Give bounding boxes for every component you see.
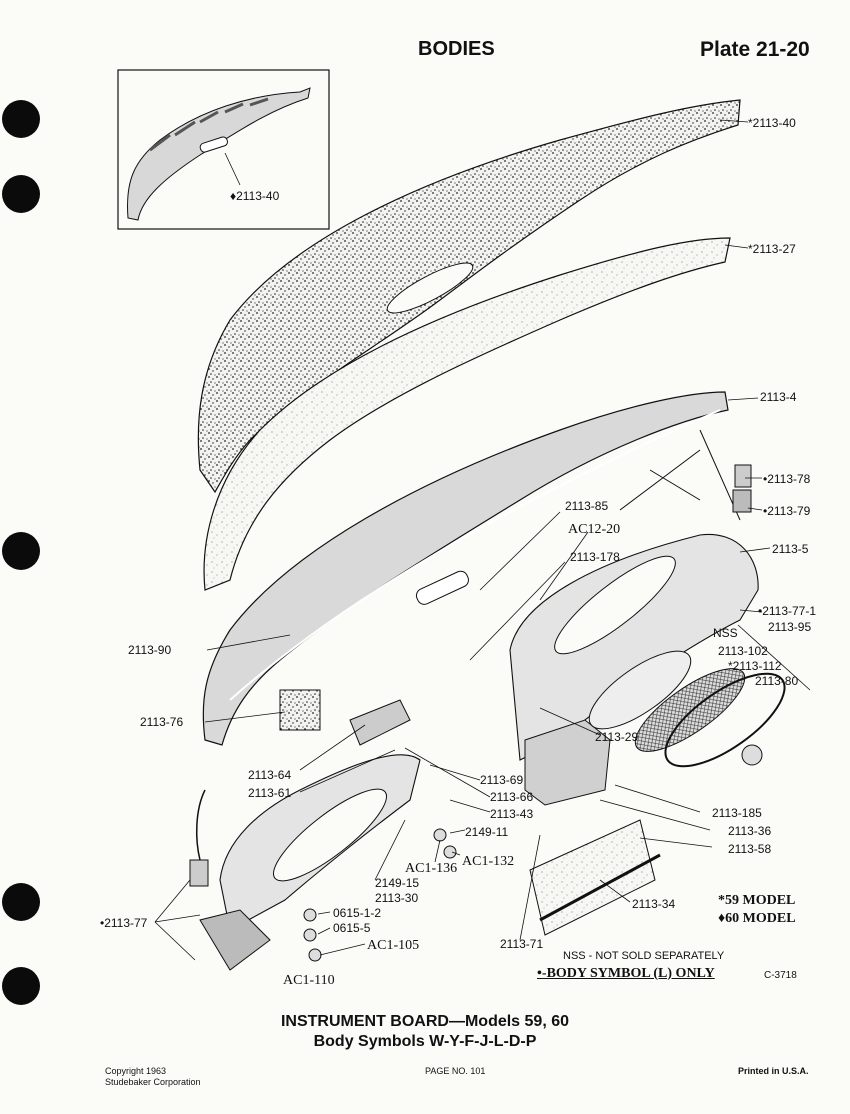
callout-top-pad: *2113-40 <box>748 116 796 130</box>
binder-hole-5 <box>2 967 40 1005</box>
callout-2113-77-1: •2113-77-1 <box>758 604 816 618</box>
callout-2113-29: 2113-29 <box>595 730 638 744</box>
callout-2113-61: 2113-61 <box>248 786 291 800</box>
callout-2113-5: 2113-5 <box>772 542 809 556</box>
body-symbol-note: •-BODY SYMBOL (L) ONLY <box>537 966 715 981</box>
callout-2113-4: 2113-4 <box>760 390 797 404</box>
callout-2113-43: 2113-43 <box>490 807 533 821</box>
callout-2113-178: 2113-178 <box>570 550 620 564</box>
callout-2113-69: 2113-69 <box>480 773 523 787</box>
binder-hole-1 <box>2 100 40 138</box>
callout-2113-34: 2113-34 <box>632 897 675 911</box>
callout-2113-90: 2113-90 <box>128 643 171 657</box>
speaker-grille <box>634 668 746 752</box>
figure-caption-title: INSTRUMENT BOARD—Models 59, 60 <box>280 1013 570 1030</box>
nss-note: NSS - NOT SOLD SEPARATELY <box>563 950 725 962</box>
callout-2113-66: 2113-66 <box>490 790 533 804</box>
callout-2113-112: *2113-112 <box>728 659 782 673</box>
callout-2149-11: 2149-11 <box>465 825 508 839</box>
callout-2113-71: 2113-71 <box>500 937 543 951</box>
callout-ac1-110: AC1-110 <box>283 973 335 988</box>
inset-box <box>117 69 330 230</box>
callout-2113-95: 2113-95 <box>768 620 811 634</box>
callout-upper-pad: *2113-27 <box>748 242 796 256</box>
callout-2113-79: •2113-79 <box>763 504 811 518</box>
callout-2113-102: 2113-102 <box>718 644 768 658</box>
callout-0615-1-2: 0615-1-2 <box>333 906 381 920</box>
page-title: BODIES <box>418 38 495 60</box>
copyright: Copyright 1963 Studebaker Corporation <box>105 1066 201 1088</box>
callout-2113-76: 2113-76 <box>140 715 183 729</box>
callout-2113-36: 2113-36 <box>728 824 771 838</box>
callout-2113-78: •2113-78 <box>763 472 811 486</box>
callout-inset-2113-40: ♦2113-40 <box>230 189 280 203</box>
callout-ac1-105: AC1-105 <box>367 938 419 953</box>
callout-2113-185: 2113-185 <box>712 806 762 820</box>
callout-2149-15: 2149-15 <box>375 876 419 890</box>
callout-2113-77: •2113-77 <box>100 916 148 930</box>
plate-code: C-3718 <box>764 970 797 981</box>
printed-in: Printed in U.S.A. <box>738 1066 809 1076</box>
glove-box <box>524 719 611 806</box>
callout-0615-5: 0615-5 <box>333 921 371 935</box>
binder-hole-3 <box>2 532 40 570</box>
binder-hole-2 <box>2 175 40 213</box>
plate-number: Plate 21-20 <box>700 38 810 61</box>
figure-caption-subtitle: Body Symbols W-Y-F-J-L-D-P <box>313 1033 537 1050</box>
callout-ac1-132: AC1-132 <box>462 854 514 869</box>
binder-hole-4 <box>2 883 40 921</box>
glove-box-door <box>529 819 656 936</box>
callout-ac12-20: AC12-20 <box>568 522 620 537</box>
callout-2113-58: 2113-58 <box>728 842 771 856</box>
page-number: PAGE NO. 101 <box>425 1066 486 1076</box>
upper-instrument-pad <box>203 237 731 591</box>
copyright-line-2: Studebaker Corporation <box>105 1077 201 1087</box>
callout-2113-64: 2113-64 <box>248 768 291 782</box>
callout-2113-85: 2113-85 <box>565 499 608 513</box>
legend-60-model: ♦60 MODEL <box>718 911 796 926</box>
copyright-line-1: Copyright 1963 <box>105 1066 167 1076</box>
callout-2113-30: 2113-30 <box>375 891 418 905</box>
legend-59-model: *59 MODEL <box>718 893 796 908</box>
callout-2113-80: 2113-80 <box>755 674 798 688</box>
callout-nss: NSS <box>713 626 738 640</box>
callout-ac1-136: AC1-136 <box>405 861 457 876</box>
